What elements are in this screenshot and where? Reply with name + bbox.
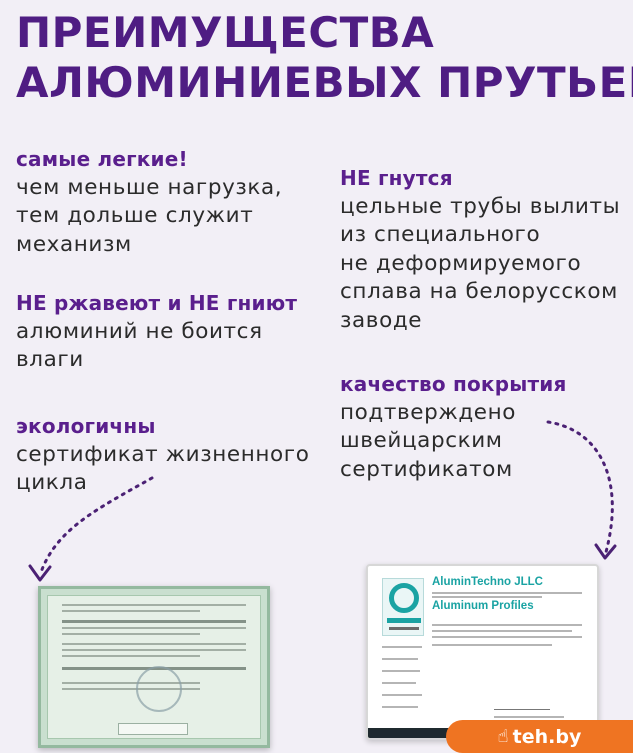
feature-no-bend-heading: НЕ гнутся [340, 166, 453, 190]
teh-by-badge[interactable]: ☝ teh.by [446, 720, 633, 753]
feature-no-rust-line: алюминий не боится [16, 318, 263, 344]
title-line-2: АЛЮМИНИЕВЫХ ПРУТЬЕВ [16, 58, 633, 107]
arrow-head-right [594, 543, 617, 560]
feature-no-bend-line: заводе [340, 307, 423, 333]
feature-no-bend-line: из специального [340, 222, 541, 247]
arrow-head-left [28, 564, 52, 582]
page-title: ПРЕИМУЩЕСТВА АЛЮМИНИЕВЫХ ПРУТЬЕВ [16, 8, 633, 108]
feature-lightest-line: чем меньше нагрузка, [16, 174, 283, 200]
feature-coating-heading: качество покрытия [340, 372, 567, 396]
iso-certificate-image [38, 586, 270, 748]
feature-no-bend: НЕ гнутся цельные трубы вылиты из специа… [340, 164, 620, 335]
teh-by-label: teh.by [512, 725, 582, 748]
feature-eco-heading: экологичны [16, 414, 156, 438]
arrow-to-swiss-certificate [546, 420, 614, 554]
feature-no-bend-line: сплава на белорусском [340, 279, 618, 304]
arrow-to-eco-certificate [38, 476, 154, 577]
feature-coating-line: подтверждено [340, 399, 517, 425]
feature-no-rust-heading: НЕ ржавеют и НЕ гниют [16, 291, 298, 315]
feature-coating-line: сертификатом [340, 456, 513, 482]
feature-eco: экологичны сертификат жизненного цикла [16, 412, 309, 498]
stamp-icon [136, 666, 182, 712]
feature-lightest: самые легкие! чем меньше нагрузка, тем д… [16, 145, 282, 259]
certificate-number-box [118, 723, 188, 735]
signature-icon [494, 696, 550, 710]
feature-coating: качество покрытия подтверждено швейцарск… [340, 370, 567, 484]
certificate-company: AluminTechno JLLC [432, 576, 543, 588]
feature-coating-line: швейцарским [340, 428, 503, 453]
feature-no-rust: НЕ ржавеют и НЕ гниют алюминий не боится… [16, 289, 297, 375]
feature-lightest-line: тем дольше служит [16, 203, 254, 228]
title-line-1: ПРЕИМУЩЕСТВА [16, 8, 435, 57]
feature-lightest-line: механизм [16, 231, 132, 257]
hand-pointer-icon: ☝ [497, 726, 509, 747]
feature-eco-line: цикла [16, 470, 88, 495]
feature-eco-line: сертификат жизненного [16, 441, 310, 467]
feature-no-rust-line: влаги [16, 347, 84, 372]
certificate-product: Aluminum Profiles [432, 600, 534, 612]
feature-no-bend-line: цельные трубы вылиты [340, 193, 621, 219]
feature-lightest-heading: самые легкие! [16, 147, 188, 171]
cradle-to-cradle-logo-icon [382, 578, 424, 636]
feature-no-bend-line: не деформируемого [340, 250, 582, 276]
cradle-to-cradle-certificate-image: AluminTechno JLLC Aluminum Profiles [366, 564, 599, 740]
